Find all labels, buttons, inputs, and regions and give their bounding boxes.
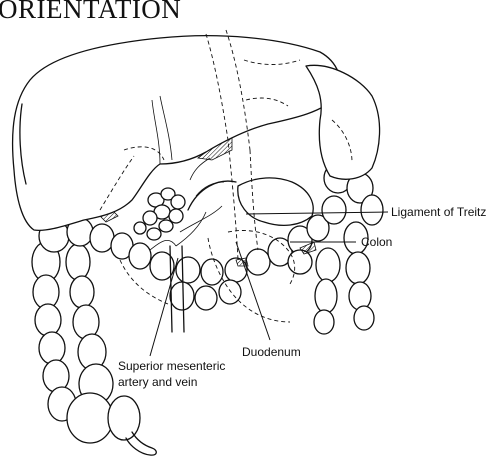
hidden-contours (99, 29, 353, 323)
pancreas-cluster (133, 187, 186, 241)
leader-lines (149, 211, 389, 357)
label-ligament-of-treitz: Ligament of Treitz (391, 205, 486, 219)
stomach (187, 64, 381, 227)
label-duodenum: Duodenum (242, 345, 301, 359)
mesenteric-vessels (149, 157, 225, 333)
page-title: ORIENTATION (0, 0, 182, 24)
label-superior-mesenteric: Superior mesenteric (118, 359, 225, 373)
colon-transverse (38, 195, 347, 311)
liver (11, 35, 341, 232)
label-colon: Colon (361, 235, 392, 249)
colon-descending (313, 162, 384, 335)
colon-ascending (31, 241, 157, 456)
label-artery-and-vein: artery and vein (118, 375, 197, 389)
